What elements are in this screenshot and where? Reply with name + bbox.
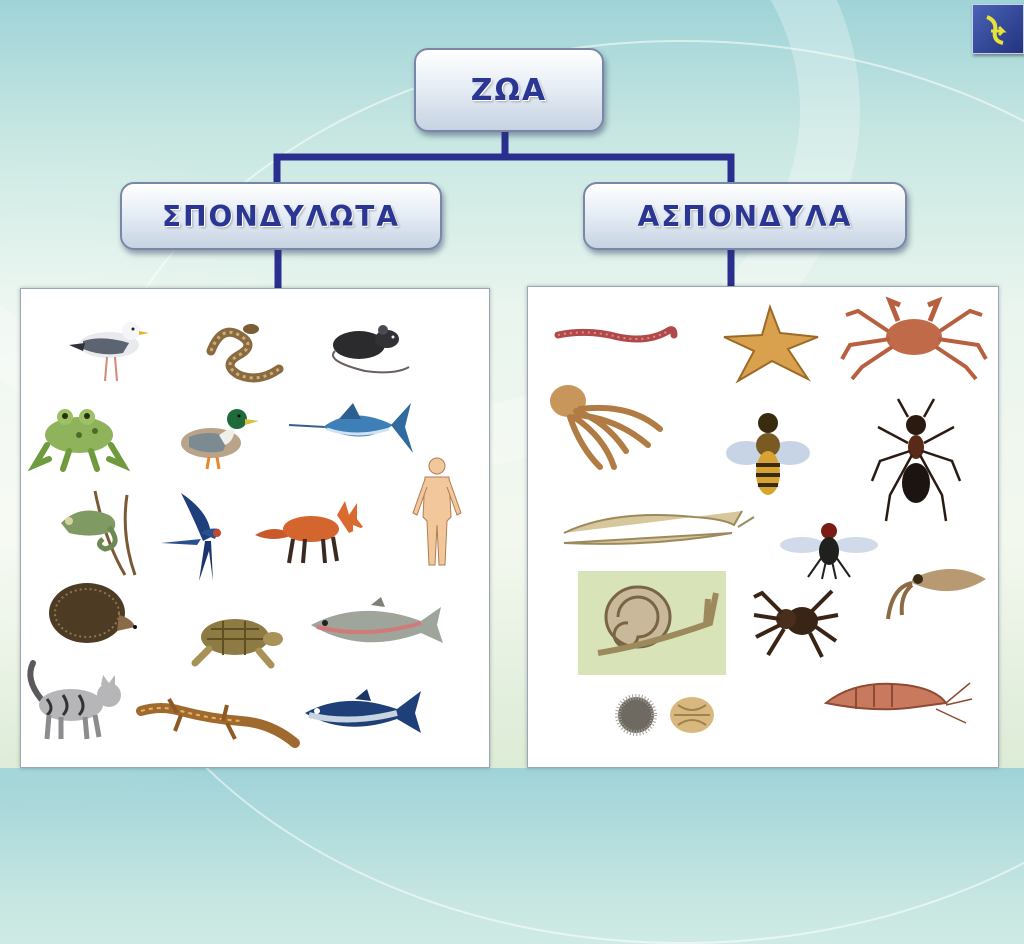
fly-icon [780,517,878,581]
cuttlefish-icon [882,559,990,623]
turtle-icon [189,609,285,671]
cat-icon [23,659,127,743]
forward-arrow-icon [986,15,1007,45]
trout-icon [301,595,449,655]
seagull-icon [61,315,161,387]
starfish-icon [718,303,822,384]
forward-nav-button[interactable] [972,4,1024,54]
hedgehog-icon [43,575,139,651]
snail-icon [578,571,726,675]
ant-icon [868,395,964,527]
node-invertebrates: ΑΣΠΟΝΔΥΛΑ [583,182,907,250]
vertebrates-label: ΣΠΟΝΔΥΛΩΤΑ [162,199,400,233]
invertebrates-label: ΑΣΠΟΝΔΥΛΑ [637,199,853,233]
frog-icon [27,401,131,477]
invertebrates-panel [527,286,999,768]
snake-icon [201,321,287,383]
slug-icon [558,503,755,545]
bee-icon [722,401,814,501]
chameleon-icon [51,485,141,577]
swallow-icon [161,489,233,585]
swordfish-icon [287,399,419,461]
rat-icon [321,319,413,377]
human-figure-icon [409,457,465,569]
fox-icon [253,495,369,567]
node-vertebrates: ΣΠΟΝΔΥΛΩΤΑ [120,182,442,250]
root-node-label: ΖΩΑ [470,72,548,108]
earthworm-icon [554,317,678,347]
shrimp-icon [816,667,974,727]
vertebrates-panel [20,288,490,768]
root-node-animals: ΖΩΑ [414,48,604,132]
sea-urchin-icon [612,691,722,739]
duck-icon [169,403,261,473]
spider-icon [750,583,840,661]
tuna-icon [299,685,431,741]
octopus-icon [540,379,672,471]
lizard-icon [136,691,300,755]
crab-icon [838,291,988,383]
